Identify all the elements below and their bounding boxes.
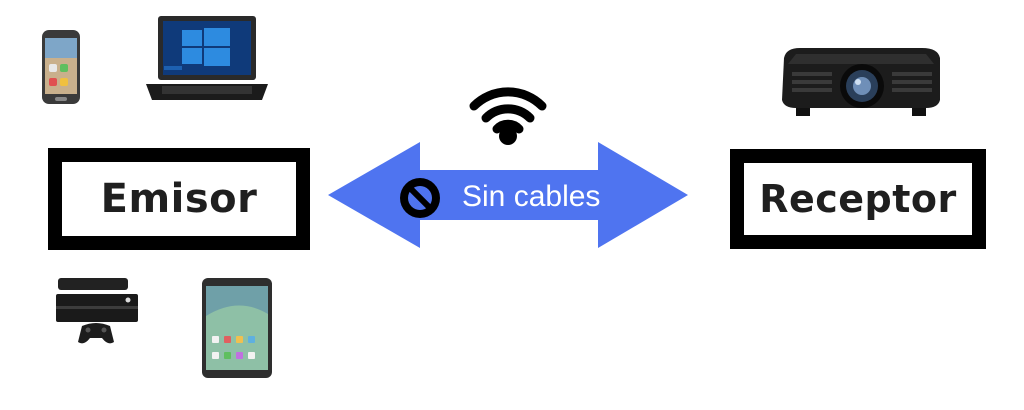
sender-label: Emisor [100, 176, 258, 222]
sender-box: Emisor [48, 148, 310, 250]
smartphone-icon [42, 30, 80, 104]
laptop-icon [146, 16, 268, 100]
tablet-icon [202, 278, 272, 378]
double-arrow-shape [328, 142, 688, 248]
prohibited-icon [400, 178, 440, 218]
link-label: Sin cables [462, 180, 601, 213]
wifi-icon [469, 87, 547, 145]
projector-icon [782, 48, 940, 116]
game-console-icon [56, 278, 138, 344]
wireless-link-arrow [328, 142, 688, 248]
receiver-box: Receptor [730, 149, 986, 249]
receiver-label: Receptor [759, 177, 957, 221]
